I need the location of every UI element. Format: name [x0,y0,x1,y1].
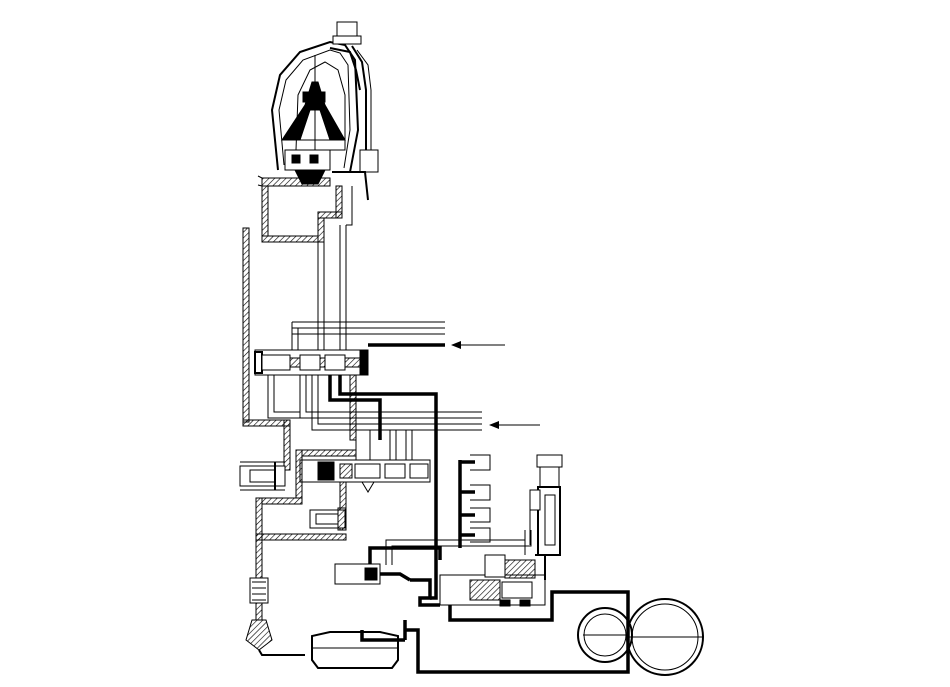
lower-circuit [334,530,630,674]
oil-pump-gears [577,598,704,676]
shift-valve [254,349,369,376]
hydraulic-lines [242,185,540,600]
check-valve [309,507,347,531]
accumulator [239,461,286,491]
port-manifold [458,454,491,548]
torque-converter [257,21,379,201]
solenoid-valve [524,454,563,556]
pressure-regulator-valve [255,449,431,579]
oil-pan [311,620,407,669]
oil-filter [245,577,305,656]
